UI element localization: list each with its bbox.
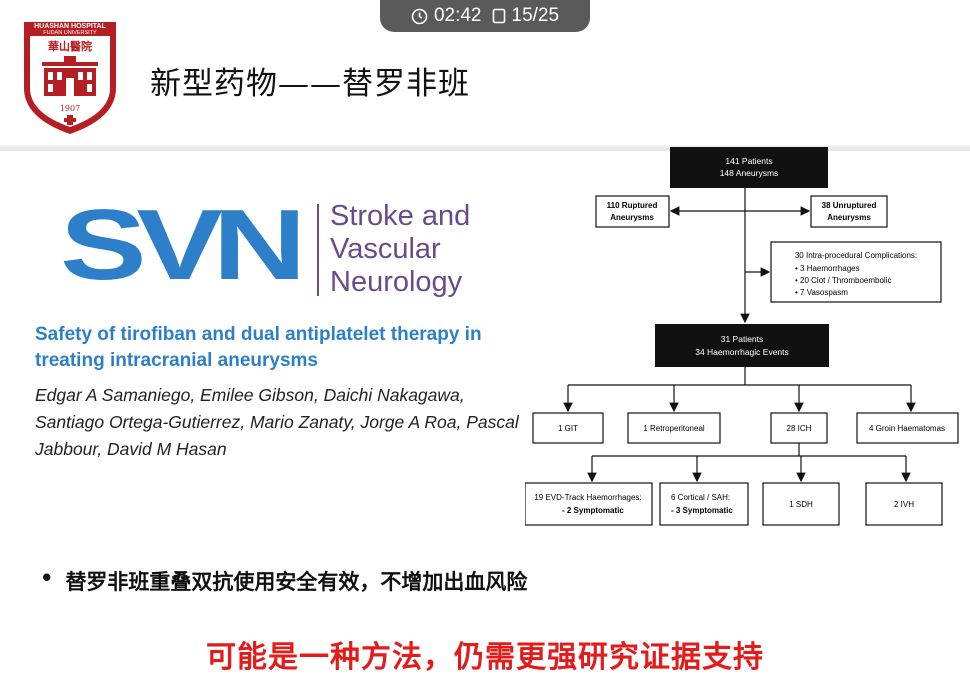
clock-icon (411, 8, 428, 24)
hospital-logo: HUASHAN HOSPITAL FUDAN UNIVERSITY 華山醫院 1… (24, 22, 116, 134)
presentation-status-pill: 02:42 15/25 (380, 0, 590, 32)
flow-ivh: 2 IVH (894, 500, 914, 509)
flow-cortical-line-2: - 3 Symptomatic (671, 506, 733, 515)
flow-top-line-1: 141 Patients (725, 156, 772, 166)
flow-complication-1: • 3 Haemorrhages (795, 264, 860, 273)
conclusion-text: 可能是一种方法，仍需更强研究证据支持 (206, 640, 764, 675)
flow-evd-line-1: 19 EVD-Track Haemorrhages: (534, 493, 641, 502)
logo-year: 1907 (60, 104, 80, 113)
journal-logo-abbr: SVN (60, 189, 306, 301)
bullet-dot: • (40, 566, 54, 590)
flow-mid-line-2: 34 Haemorrhagic Events (695, 347, 789, 357)
flow-complication-3: • 7 Vasospasm (795, 288, 848, 297)
patient-flowchart: 141 Patients 148 Aneurysms 110 Ruptured … (525, 147, 959, 526)
logo-top-text-2: FUDAN UNIVERSITY (43, 30, 97, 36)
slide-title: 新型药物——替罗非班 (150, 66, 470, 102)
paper-title: Safety of tirofiban and dual antiplatele… (35, 324, 482, 371)
journal-name-line-2: Vascular (330, 233, 441, 265)
timer-text: 02:42 (433, 5, 482, 26)
flow-unruptured-line-2: Aneurysms (827, 213, 871, 222)
logo-name-cn: 華山醫院 (48, 39, 92, 53)
flow-cortical-line-1: 6 Cortical / SAH: (671, 493, 730, 502)
flow-ruptured-line-2: Aneurysms (610, 213, 654, 222)
bullet-text: 替罗非班重叠双抗使用安全有效，不增加出血风险 (65, 570, 528, 594)
flow-complication-2: • 20 Clot / Thromboembolic (795, 276, 891, 285)
flow-groin: 4 Groin Haematomas (869, 424, 945, 433)
slide-icon (492, 8, 505, 24)
journal-name-line-3: Neurology (330, 266, 463, 298)
header-divider (0, 145, 970, 151)
paper-authors: Edgar A Samaniego, Emilee Gibson, Daichi… (35, 385, 519, 459)
flow-retroperitoneal: 1 Retroperitoneal (643, 424, 705, 433)
slide-counter: 15/25 (511, 5, 560, 26)
journal-name-line-1: Stroke and (330, 200, 471, 232)
flow-ruptured-line-1: 110 Ruptured (607, 201, 658, 210)
flow-git: 1 GIT (558, 424, 578, 433)
flow-mid-line-1: 31 Patients (721, 334, 764, 344)
journal-name: Stroke and Vascular Neurology (330, 200, 470, 299)
flow-ich: 28 ICH (787, 424, 812, 433)
flow-unruptured-line-1: 38 Unruptured (822, 201, 877, 210)
journal-logo-divider (317, 204, 319, 296)
logo-top-text-1: HUASHAN HOSPITAL (34, 23, 107, 30)
flow-complications-title: 30 Intra-procedural Complications: (795, 251, 917, 260)
flow-evd-line-2: - 2 Symptomatic (562, 506, 624, 515)
bullet-point: • 替罗非班重叠双抗使用安全有效，不增加出血风险 (40, 566, 527, 596)
flow-top-line-2: 148 Aneurysms (720, 168, 779, 178)
flow-sdh: 1 SDH (789, 500, 813, 509)
